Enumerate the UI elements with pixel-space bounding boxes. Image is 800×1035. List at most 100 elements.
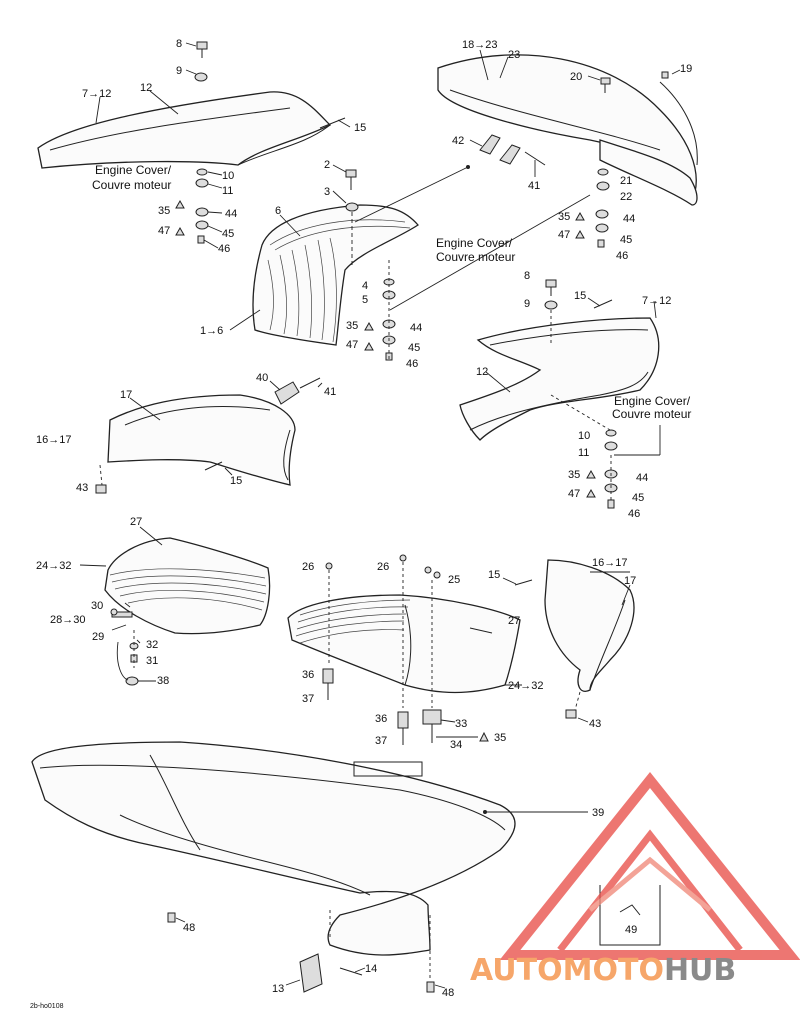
- label-48-b: 48: [442, 987, 454, 999]
- watermark-part-moto: MOTO: [563, 953, 664, 988]
- label-12-right: 12: [476, 366, 488, 378]
- spacer-36a: [322, 668, 334, 684]
- label-15-c: 15: [230, 475, 242, 487]
- washer-3: [345, 202, 359, 212]
- backrest-17-left: [107, 394, 296, 486]
- label-2: 2: [324, 159, 330, 171]
- label-28-30: 28→30: [50, 614, 85, 626]
- label-16-17-left: 16→17: [36, 434, 71, 446]
- label-35-b: 35: [346, 320, 358, 332]
- label-48-a: 48: [183, 922, 195, 934]
- watermark-text: AUTOMOTOHUB: [470, 953, 736, 988]
- bolt-38: [125, 676, 156, 686]
- body-39: [31, 741, 516, 956]
- label-6: 6: [275, 205, 281, 217]
- clip-48b: [426, 981, 435, 993]
- label-42: 42: [452, 135, 464, 147]
- hardware-stack-right-lower: [586, 425, 661, 509]
- bracket-40: [274, 377, 321, 405]
- label-37-a: 37: [302, 693, 314, 705]
- bracket-13: [299, 953, 363, 993]
- bolt-20: [600, 77, 611, 93]
- label-4: 4: [362, 280, 368, 292]
- label-46-a: 46: [218, 243, 230, 255]
- label-18-23: 18→23: [462, 39, 497, 51]
- label-46-d: 46: [628, 508, 640, 520]
- label-39: 39: [592, 807, 604, 819]
- label-23: 23: [508, 49, 520, 61]
- label-15-b: 15: [574, 290, 586, 302]
- label-25: 25: [448, 574, 460, 586]
- seat-cover-left-upper: [37, 91, 332, 169]
- grommet-43a: [95, 484, 107, 494]
- label-11-left: 11: [222, 185, 233, 197]
- drawing-code: 2b-ho0108: [30, 1003, 64, 1010]
- label-21: 21: [620, 175, 632, 187]
- engine-cover-note-left-2: Couvre moteur: [92, 178, 171, 192]
- cable-tie-15b: [593, 299, 613, 309]
- label-1-6: 1→6: [200, 325, 223, 337]
- bolt-8-top: [196, 41, 208, 58]
- label-5: 5: [362, 294, 368, 306]
- label-33: 33: [455, 718, 467, 730]
- label-36-a: 36: [302, 669, 314, 681]
- label-45-b: 45: [408, 342, 420, 354]
- engine-cover-note-left-1: Engine Cover/: [95, 163, 172, 177]
- label-43-a: 43: [76, 482, 88, 494]
- nut-26b: [399, 554, 407, 562]
- label-32: 32: [146, 639, 158, 651]
- label-47-c: 47: [558, 229, 570, 241]
- backrest-17-right: [544, 559, 635, 692]
- bolt-8-right: [545, 279, 557, 296]
- label-41-a: 41: [528, 180, 540, 192]
- grommet-43b: [565, 709, 577, 719]
- label-37-b: 37: [375, 735, 387, 747]
- label-26-a: 26: [302, 561, 314, 573]
- label-46-b: 46: [406, 358, 418, 370]
- seat-27-left: [104, 537, 271, 635]
- hardware-stack-right-upper: [575, 168, 610, 248]
- label-49: 49: [625, 924, 637, 936]
- bracket-42: [479, 134, 546, 166]
- label-44-c: 44: [623, 213, 635, 225]
- label-11-right: 11: [578, 447, 589, 459]
- label-26-b: 26: [377, 561, 389, 573]
- cable-tie-15d: [514, 579, 533, 586]
- label-15-d: 15: [488, 569, 500, 581]
- label-10-left: 10: [222, 170, 234, 182]
- bracket-49-frame: [599, 885, 661, 946]
- label-35-e: 35: [494, 732, 506, 744]
- cable-tie-15c: [204, 461, 223, 471]
- spacer-36b: [397, 711, 409, 729]
- rear-cover-23: [437, 54, 698, 206]
- label-36-b: 36: [375, 713, 387, 725]
- label-34: 34: [450, 739, 462, 751]
- label-46-c: 46: [616, 250, 628, 262]
- engine-cover-note-center-2: Couvre moteur: [436, 250, 515, 264]
- bolt-2: [345, 169, 357, 190]
- strap-19: [659, 81, 698, 166]
- seat-cover-right: [459, 317, 660, 441]
- label-38: 38: [157, 675, 169, 687]
- label-45-d: 45: [632, 492, 644, 504]
- label-30: 30: [91, 600, 103, 612]
- label-3: 3: [324, 186, 330, 198]
- label-20: 20: [570, 71, 582, 83]
- watermark-part-auto: AUTO: [470, 953, 563, 988]
- label-35-d: 35: [568, 469, 580, 481]
- label-14: 14: [365, 963, 377, 975]
- label-43-b: 43: [589, 718, 601, 730]
- label-17-left: 17: [120, 389, 132, 401]
- watermark-part-hub: HUB: [664, 953, 736, 988]
- label-44-b: 44: [410, 322, 422, 334]
- label-41-b: 41: [324, 386, 336, 398]
- label-47-a: 47: [158, 225, 170, 237]
- label-7-12-left: 7→12: [82, 88, 111, 100]
- engine-cover-note-right-2: Couvre moteur: [612, 407, 691, 421]
- label-13: 13: [272, 983, 284, 995]
- label-15-a: 15: [354, 122, 366, 134]
- label-40: 40: [256, 372, 268, 384]
- watermark-logo: [499, 771, 800, 960]
- label-24-32-left: 24→32: [36, 560, 71, 572]
